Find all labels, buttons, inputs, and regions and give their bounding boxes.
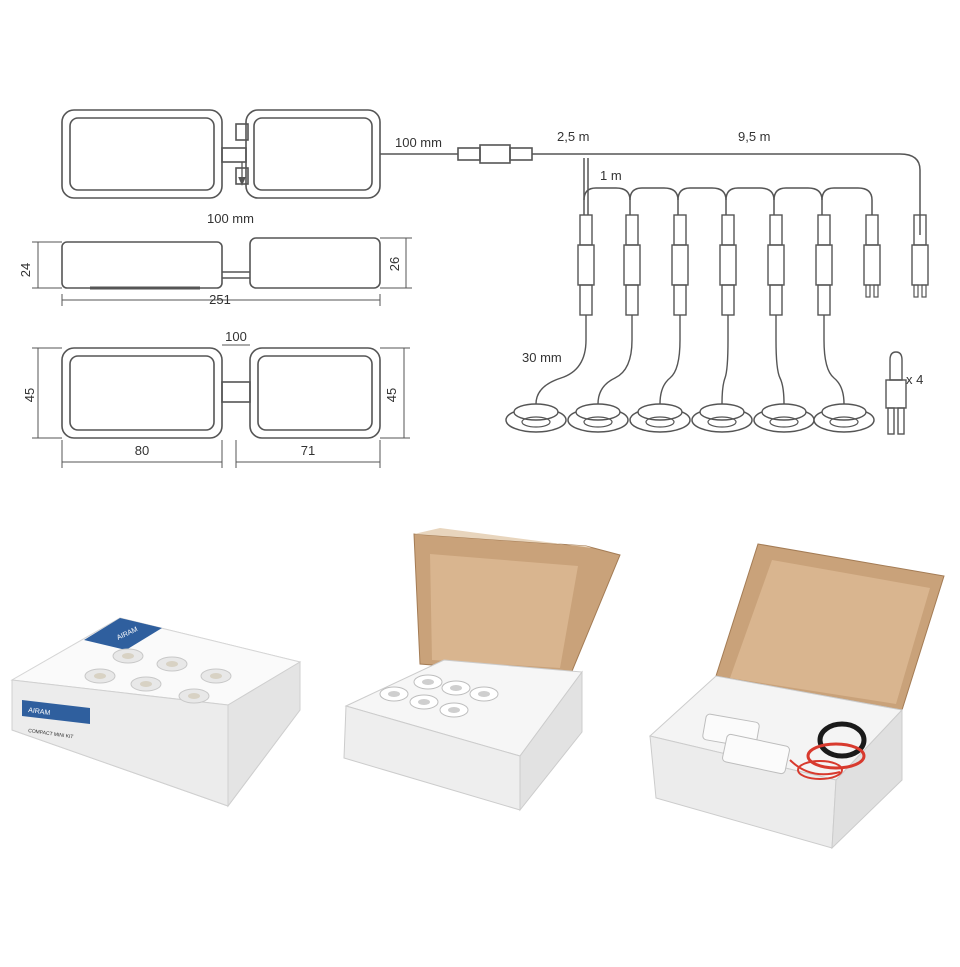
connector (671, 214, 689, 340)
pigtail-length-label: 30 mm (522, 350, 562, 365)
connector (623, 214, 641, 340)
end-caps-qty-label: x 4 (906, 372, 923, 387)
downlight-icon (813, 339, 875, 433)
light-print-icon (156, 656, 188, 672)
total-length-label: 251 (209, 292, 231, 307)
open-box-driver-photo (648, 543, 945, 850)
driver-top-view (61, 109, 580, 199)
height-right-label: 26 (387, 257, 402, 271)
downlight-icon (505, 339, 587, 433)
downlight-icon (753, 339, 815, 433)
depth-right-label: 45 (384, 388, 399, 402)
width-left-label: 80 (135, 443, 149, 458)
connector (577, 214, 595, 340)
driver-bottom-view (32, 344, 410, 468)
connector (767, 214, 785, 340)
height-left-label: 24 (18, 263, 33, 277)
recessed-light-icon (413, 674, 443, 690)
cable-length-label: 100 mm (395, 135, 442, 150)
depth-left-label: 45 (22, 388, 37, 402)
drop-length-label: 100 mm (207, 211, 254, 226)
connector (719, 214, 737, 340)
recessed-light-icon (379, 686, 409, 702)
light-print-icon (178, 688, 210, 704)
recessed-light-icon (441, 680, 471, 696)
lead-length-label: 2,5 m (557, 129, 590, 144)
light-print-icon (112, 648, 144, 664)
downlight-row (505, 339, 875, 433)
recessed-light-icon (439, 702, 469, 718)
trunk-length-label: 9,5 m (738, 129, 771, 144)
connector-row (577, 214, 929, 340)
box-light-prints (84, 648, 232, 704)
end-cap-icon (885, 351, 907, 435)
downlight-icon (691, 339, 753, 433)
wiring-harness (580, 153, 921, 235)
gap-label: 100 (225, 329, 247, 344)
open-box-lights-photo (343, 528, 621, 812)
downlight-icon (629, 339, 691, 433)
connector (815, 214, 833, 340)
branch-length-label: 1 m (600, 168, 622, 183)
open-box-light-set (379, 674, 499, 718)
downlight-icon (567, 339, 633, 433)
recessed-light-icon (409, 694, 439, 710)
connector (863, 214, 881, 298)
light-print-icon (130, 676, 162, 692)
light-print-icon (84, 668, 116, 684)
box-brand-front: AIRAM (28, 707, 51, 717)
recessed-light-icon (469, 686, 499, 702)
driver-side-view (32, 237, 412, 306)
light-print-icon (200, 668, 232, 684)
retail-box-photo: AIRAM AIRAM COMPACT MINI KIT (10, 617, 302, 808)
width-right-label: 71 (301, 443, 315, 458)
connector (911, 214, 929, 298)
